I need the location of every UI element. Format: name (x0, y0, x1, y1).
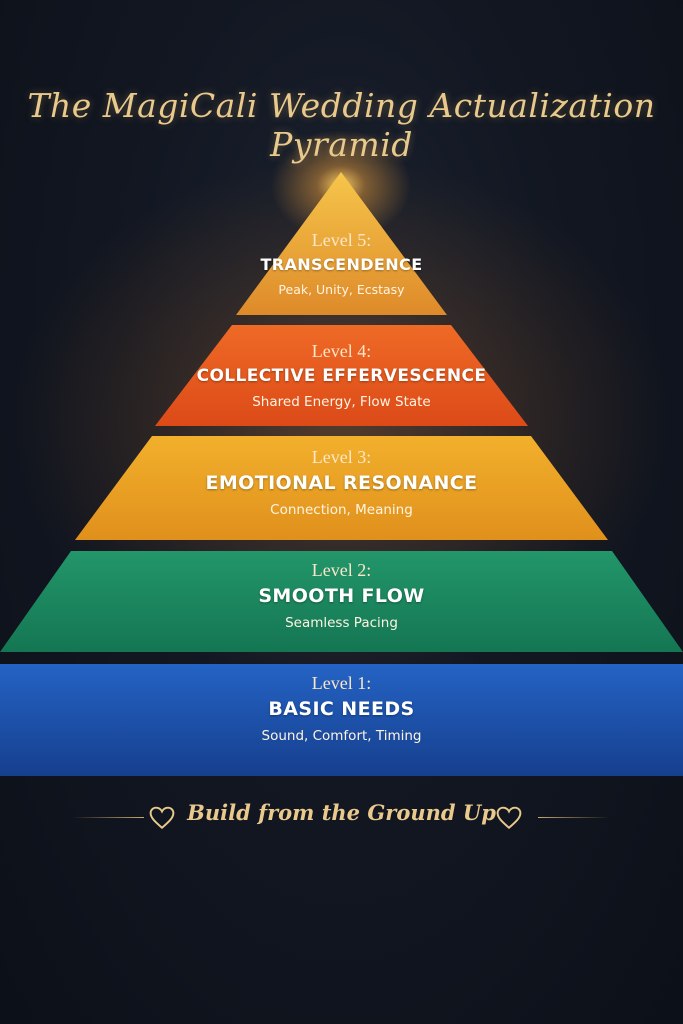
level-2-label: Level 2: SMOOTH FLOW Seamless Pacing (0, 560, 683, 631)
level-description: Seamless Pacing (285, 615, 398, 631)
level-number: Level 1: (311, 673, 372, 693)
level-3-label: Level 3: EMOTIONAL RESONANCE Connection,… (0, 447, 683, 518)
level-number: Level 4: (311, 341, 372, 361)
level-number: Level 2: (311, 560, 372, 580)
level-number: Level 5: (311, 230, 372, 250)
level-3-tier (75, 436, 608, 540)
level-description: Connection, Meaning (270, 502, 413, 518)
level-5-label: Level 5: TRANSCENDENCE Peak, Unity, Ecst… (0, 230, 683, 297)
heart-icon (496, 806, 522, 830)
footer-tagline: Build from the Ground Up (187, 800, 496, 825)
level-description: Shared Energy, Flow State (252, 394, 431, 410)
level-name: COLLECTIVE EFFERVESCENCE (196, 366, 487, 386)
divider-right (538, 817, 610, 818)
level-4-label: Level 4: COLLECTIVE EFFERVESCENCE Shared… (0, 341, 683, 410)
level-number: Level 3: (311, 447, 372, 467)
level-1-tier (0, 664, 683, 776)
divider-left (72, 817, 144, 818)
level-2-tier (0, 551, 683, 652)
level-name: BASIC NEEDS (268, 698, 415, 720)
level-description: Sound, Comfort, Timing (261, 728, 422, 744)
page-title: The MagiCali Wedding Actualization Pyram… (27, 86, 656, 164)
heart-icon (149, 806, 175, 830)
level-5-tier (236, 172, 447, 315)
level-4-tier (155, 325, 528, 426)
level-1-label: Level 1: BASIC NEEDS Sound, Comfort, Tim… (0, 673, 683, 744)
level-description: Peak, Unity, Ecstasy (278, 282, 405, 297)
level-name: EMOTIONAL RESONANCE (205, 472, 478, 494)
level-name: SMOOTH FLOW (258, 585, 425, 607)
level-name: TRANSCENDENCE (260, 255, 423, 274)
